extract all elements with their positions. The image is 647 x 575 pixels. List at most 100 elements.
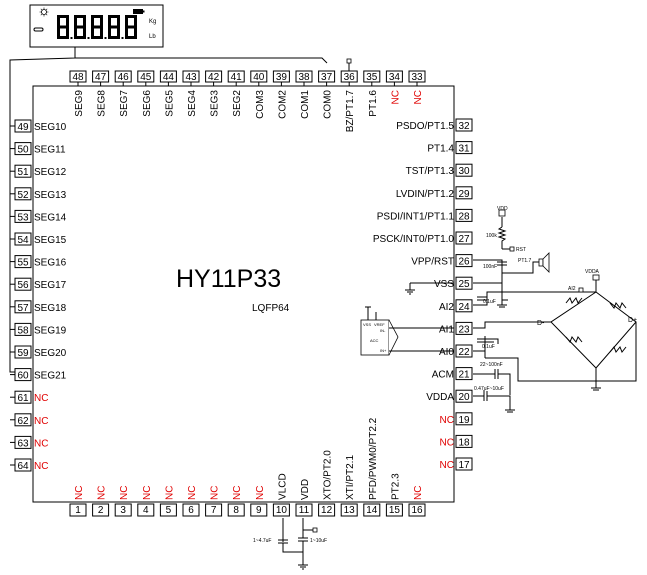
pin-2: 2NC	[92, 486, 110, 517]
pin-number: 62	[17, 416, 29, 427]
svg-text:100nF: 100nF	[483, 264, 497, 270]
svg-text:VDDA: VDDA	[585, 269, 600, 275]
pin-label: NC	[34, 438, 48, 449]
pin-64: 64 NC	[10, 458, 48, 472]
pin-label: NC	[74, 486, 85, 500]
pin-number: 61	[17, 393, 29, 404]
battery-icon	[133, 9, 145, 14]
pin-number: 3	[120, 505, 126, 516]
pin-number: 57	[17, 303, 29, 314]
pin-label: SEG16	[34, 258, 67, 269]
lcd-digits	[57, 15, 137, 39]
pin-number: 21	[458, 370, 470, 381]
pin-number: 64	[17, 461, 29, 472]
pin-7: 7NC	[205, 486, 223, 517]
pin-number: 60	[17, 371, 29, 382]
pin-label: AI1	[439, 324, 454, 335]
pin-label: SEG3	[210, 90, 221, 117]
pin-number: 10	[276, 505, 288, 516]
svg-text:0.1uF: 0.1uF	[482, 344, 495, 350]
pin-label: PT2.3	[390, 473, 401, 500]
pin-label: PFD/PWM0/PT2.2	[368, 417, 379, 500]
pin-number: 27	[458, 234, 470, 245]
pin-number: 28	[458, 211, 470, 222]
pin-label: SEG20	[34, 348, 67, 359]
pin-number: 20	[458, 392, 470, 403]
svg-text:D-: D-	[537, 320, 545, 327]
pin-label: VLCD	[277, 473, 288, 500]
lcd-digit	[108, 15, 124, 39]
lcd-unit-kg: Kg	[149, 19, 156, 25]
pin-number: 26	[458, 257, 470, 268]
pin-label: VDDA	[426, 392, 454, 403]
pin-number: 17	[458, 460, 470, 471]
pin-label: LVDIN/PT1.2	[396, 189, 455, 200]
pin-26: 26 VPP/RST	[411, 254, 473, 268]
pin-label: NC	[119, 486, 130, 500]
pin-label: VPP/RST	[411, 257, 454, 268]
svg-text:D+: D+	[628, 317, 637, 324]
pin-number: 15	[389, 505, 401, 516]
pin-number: 1	[75, 505, 81, 516]
pin-label: NC	[34, 393, 48, 404]
sun-icon	[39, 7, 49, 17]
pin-label: TST/PT1.3	[406, 166, 455, 177]
pin-label: SEG5	[164, 90, 175, 117]
pin-number: 49	[17, 122, 29, 133]
pin-label: NC	[413, 90, 424, 104]
pin-4: 4NC	[137, 486, 155, 517]
pin-20: 20 VDDA	[426, 389, 473, 403]
pin-label: PT1.6	[368, 90, 379, 117]
pin-number: 50	[17, 145, 29, 156]
pin-label: SEG15	[34, 235, 67, 246]
pin-label: COM3	[255, 90, 266, 119]
pin-61: 61 NC	[10, 390, 48, 404]
pin-number: 37	[321, 72, 333, 83]
pin-number: 12	[321, 505, 333, 516]
pin-number: 59	[17, 348, 29, 359]
svg-text:VDD: VDD	[497, 206, 508, 212]
buzzer: PT1.7	[502, 252, 550, 274]
pin-number: 5	[166, 505, 172, 516]
svg-text:22~100nF: 22~100nF	[480, 362, 503, 368]
chip-body	[32, 85, 455, 503]
pin-label: NC	[34, 461, 48, 472]
svg-text:1~4.7uF: 1~4.7uF	[253, 538, 272, 544]
pin-label: NC	[187, 486, 198, 500]
pin-number: 58	[17, 325, 29, 336]
pin-number: 47	[95, 72, 107, 83]
acm-cap: 22~100nF	[473, 362, 511, 395]
pin-label: NC	[390, 90, 401, 104]
pin-label: NC	[255, 486, 266, 500]
pin-label: NC	[164, 486, 175, 500]
svg-text:0.1uF: 0.1uF	[483, 299, 496, 305]
pin-number: 56	[17, 280, 29, 291]
vlcd-vdd-caps: 1~4.7uF 1~10uF	[253, 518, 327, 570]
pin-label: BZ/PT1.7	[345, 90, 356, 133]
pin-9: 9NC	[250, 486, 268, 517]
lcd-unit-lb: Lb	[149, 34, 156, 40]
pin-number: 2	[98, 505, 104, 516]
pin-label: SEG8	[97, 90, 108, 117]
